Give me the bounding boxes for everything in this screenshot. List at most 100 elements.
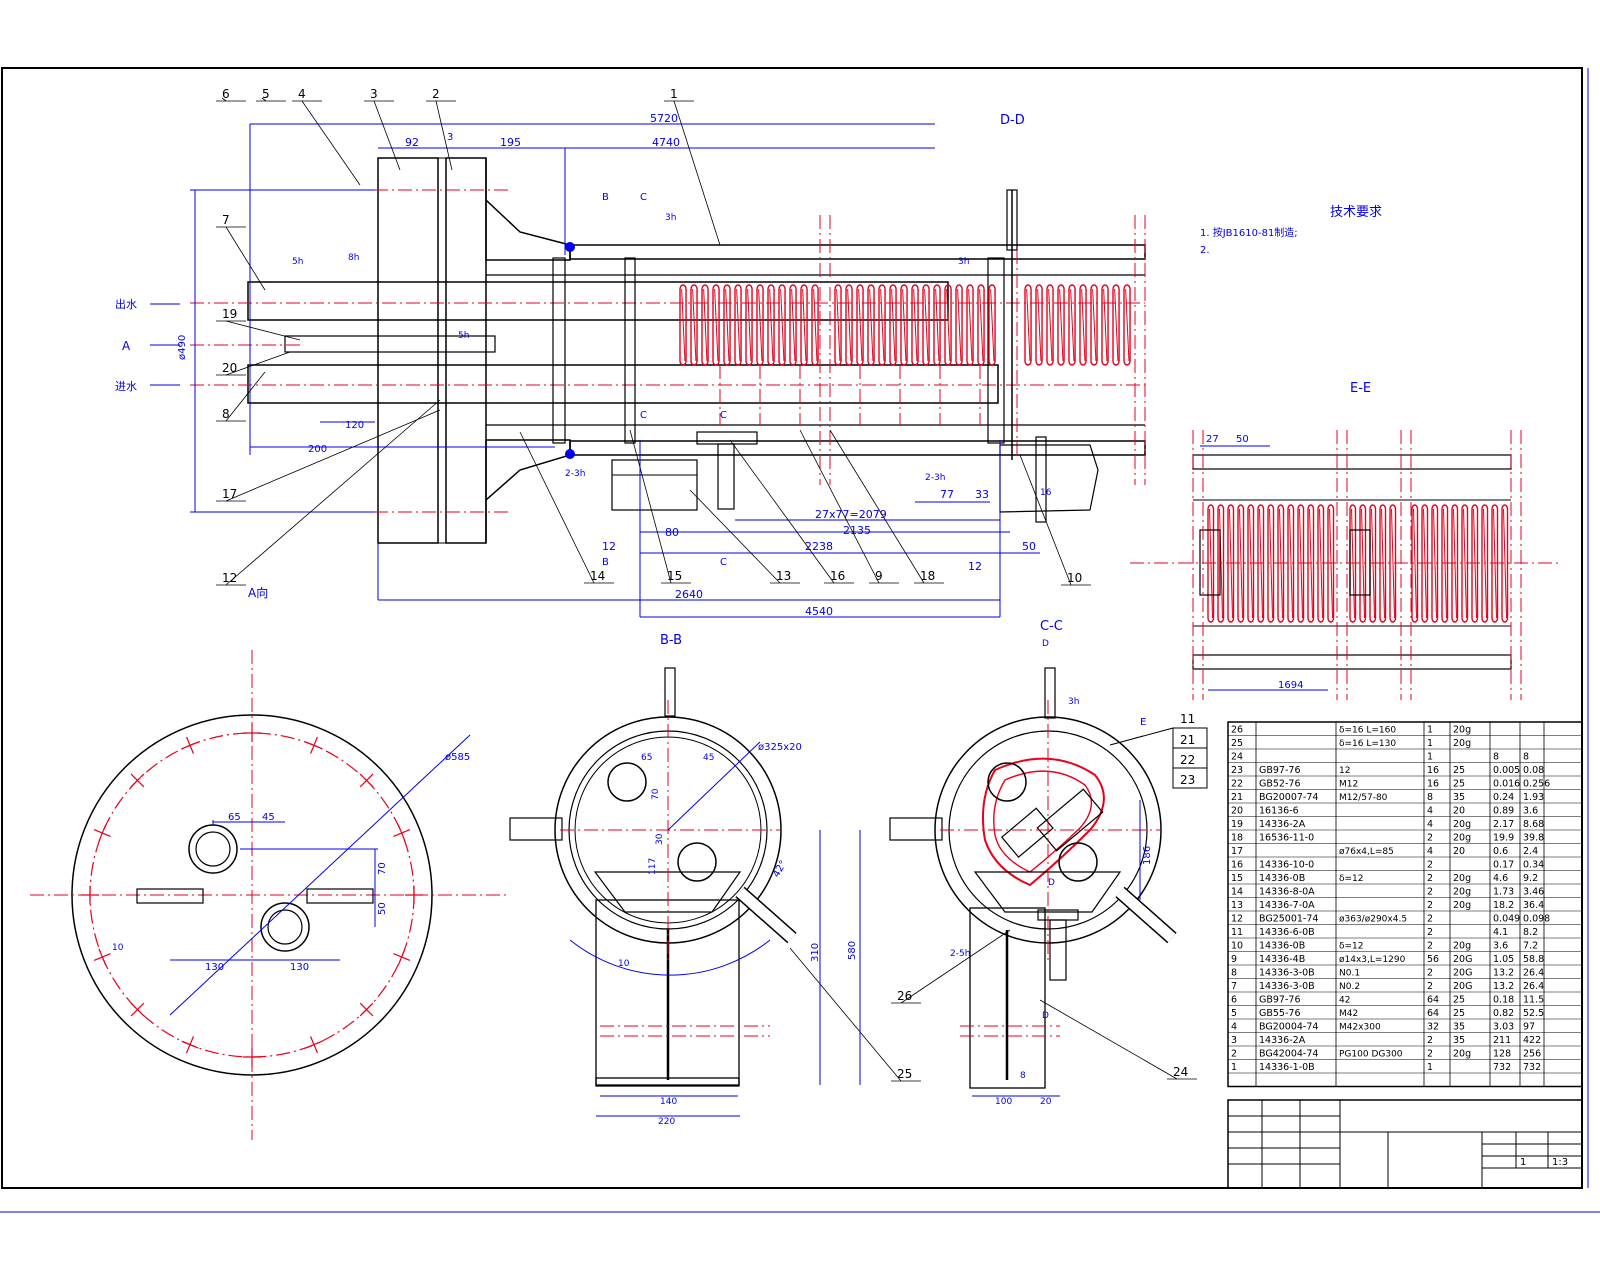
- bb-diagonal-nozzle-inner: [736, 887, 796, 943]
- bottom-saddle: [611, 459, 698, 511]
- bom-cell: BG20007-74: [1259, 792, 1318, 803]
- bom-cell: 20g: [1453, 725, 1471, 736]
- leader-line-9: [799, 429, 880, 584]
- bom-cell: 2: [1427, 981, 1433, 992]
- coil-turn-diagonal: [1092, 288, 1097, 362]
- bom-cell: δ=12: [1339, 874, 1364, 884]
- coil-turn-diagonal: [858, 288, 863, 362]
- leader-line-20: [225, 351, 291, 376]
- bom-cell: 8: [1231, 968, 1237, 979]
- bb-support: [593, 871, 742, 913]
- section-mark-d-mid: D: [1048, 878, 1055, 888]
- callout-leader: [1109, 727, 1174, 746]
- coil-turn-diagonal: [681, 288, 686, 362]
- ee-coil-turn: [1217, 504, 1225, 623]
- bom-cell: 20g: [1453, 819, 1471, 830]
- bom-cell: 14336-10-0: [1259, 860, 1314, 871]
- cc-view: C-C D 3h 580 186 100 20 8 2-5h E D D: [847, 619, 1177, 1107]
- coil-turn: [944, 284, 952, 366]
- bom-cell: 14336-8-0A: [1259, 887, 1315, 898]
- bom-cell: 18.2: [1493, 900, 1514, 911]
- cc-top-nozzle: [1044, 667, 1056, 719]
- leader-line-12: [225, 399, 441, 586]
- bom-cell: 20g: [1453, 887, 1471, 898]
- bb-top-nozzle: [664, 667, 676, 717]
- bom-cell: 1: [1427, 1062, 1433, 1073]
- bom-cell: 0.016: [1493, 779, 1520, 790]
- callout-21: 21: [1180, 733, 1195, 747]
- coil-turn: [1046, 284, 1054, 366]
- callout-23: 23: [1180, 773, 1195, 787]
- coil-turn-diagonal: [1037, 288, 1042, 362]
- dim-12a: 12: [602, 540, 616, 553]
- ee-coil-turn-diagonal: [1503, 508, 1507, 619]
- bom-cell: 36.4: [1523, 900, 1544, 911]
- leader-number-13: 13: [776, 569, 791, 583]
- coil-turn: [767, 284, 775, 366]
- cc-plate-2: [1000, 807, 1054, 858]
- coil-turn-diagonal: [847, 288, 852, 362]
- bom-cell: GB52-76: [1259, 779, 1300, 790]
- support-plate-1: [552, 257, 566, 444]
- coil-turn: [834, 284, 842, 366]
- sheet-border: [1, 67, 1583, 1189]
- flange-gasket: [437, 157, 447, 544]
- bom-cell: 2: [1427, 873, 1433, 884]
- bom-cell: 0.24: [1493, 792, 1514, 803]
- bom-cell: 8: [1523, 752, 1529, 763]
- bom-cell: 12: [1339, 766, 1350, 776]
- bb-dim-70: 70: [651, 788, 661, 800]
- leader-number-24: 24: [1173, 1065, 1188, 1079]
- tb-scale: 1:3: [1552, 1157, 1568, 1168]
- coil-turn: [900, 284, 908, 366]
- ee-dim-50: 50: [1236, 434, 1249, 445]
- a-bolt-mark: [93, 829, 111, 838]
- coil-turn-diagonal: [1059, 288, 1064, 362]
- bom-cell: 7: [1231, 981, 1237, 992]
- bom-cell: 20: [1453, 846, 1465, 857]
- a-bolt-mark: [359, 1002, 374, 1017]
- bom-cell: 11: [1231, 927, 1243, 938]
- dim-120: 120: [345, 420, 364, 431]
- leader-line-1: [673, 100, 721, 246]
- bom-cell: 64: [1427, 1008, 1439, 1019]
- bom-cell: 3.46: [1523, 887, 1544, 898]
- leader-number-8: 8: [222, 407, 230, 421]
- bom-cell: 732: [1523, 1062, 1541, 1073]
- bom-cell: 422: [1523, 1035, 1541, 1046]
- bb-dim-220: 220: [658, 1117, 675, 1127]
- a-dim-130a: 130: [205, 962, 224, 973]
- callout-box-23: [1172, 767, 1208, 789]
- bom-cell: 56: [1427, 954, 1439, 965]
- bom-cell: 23: [1231, 765, 1243, 776]
- ee-coil-turn-diagonal: [1463, 508, 1467, 619]
- bom-cell: GB55-76: [1259, 1008, 1300, 1019]
- ee-view: E-E 1694 27 50: [1130, 381, 1560, 700]
- bom-cell: 20g: [1453, 873, 1471, 884]
- coil-turn: [845, 284, 853, 366]
- bom-cell: 14336-3-0B: [1259, 968, 1315, 979]
- coil-turn: [1057, 284, 1065, 366]
- bom-cell: 4: [1427, 806, 1433, 817]
- bom-cell: 20g: [1453, 833, 1471, 844]
- coil-turn: [778, 284, 786, 366]
- bom-cell: δ=12: [1339, 942, 1364, 952]
- ee-coil-turn-diagonal: [1391, 508, 1395, 619]
- bom-cell: 26.4: [1523, 968, 1544, 979]
- bom-cell: 26: [1231, 725, 1243, 736]
- bom-cell: 0.82: [1493, 1008, 1514, 1019]
- coil-turn-diagonal: [1125, 288, 1130, 362]
- support-plate-2: [624, 257, 636, 444]
- coil-turn-diagonal: [913, 288, 918, 362]
- bom-cell: 10: [1231, 941, 1243, 952]
- bom-cell: 2: [1427, 860, 1433, 871]
- title-block: 1 1:3: [1227, 1099, 1583, 1189]
- ee-coil-turn-diagonal: [1361, 508, 1365, 619]
- cc-coil-loop-inner: [993, 770, 1093, 873]
- bom-cell: 11.5: [1523, 995, 1544, 1006]
- bb-dim-117: 117: [648, 858, 658, 875]
- cc-bolt-shank: [1049, 919, 1067, 981]
- bom-cell: BG25001-74: [1259, 914, 1318, 925]
- bom-cell: 4: [1231, 1022, 1237, 1033]
